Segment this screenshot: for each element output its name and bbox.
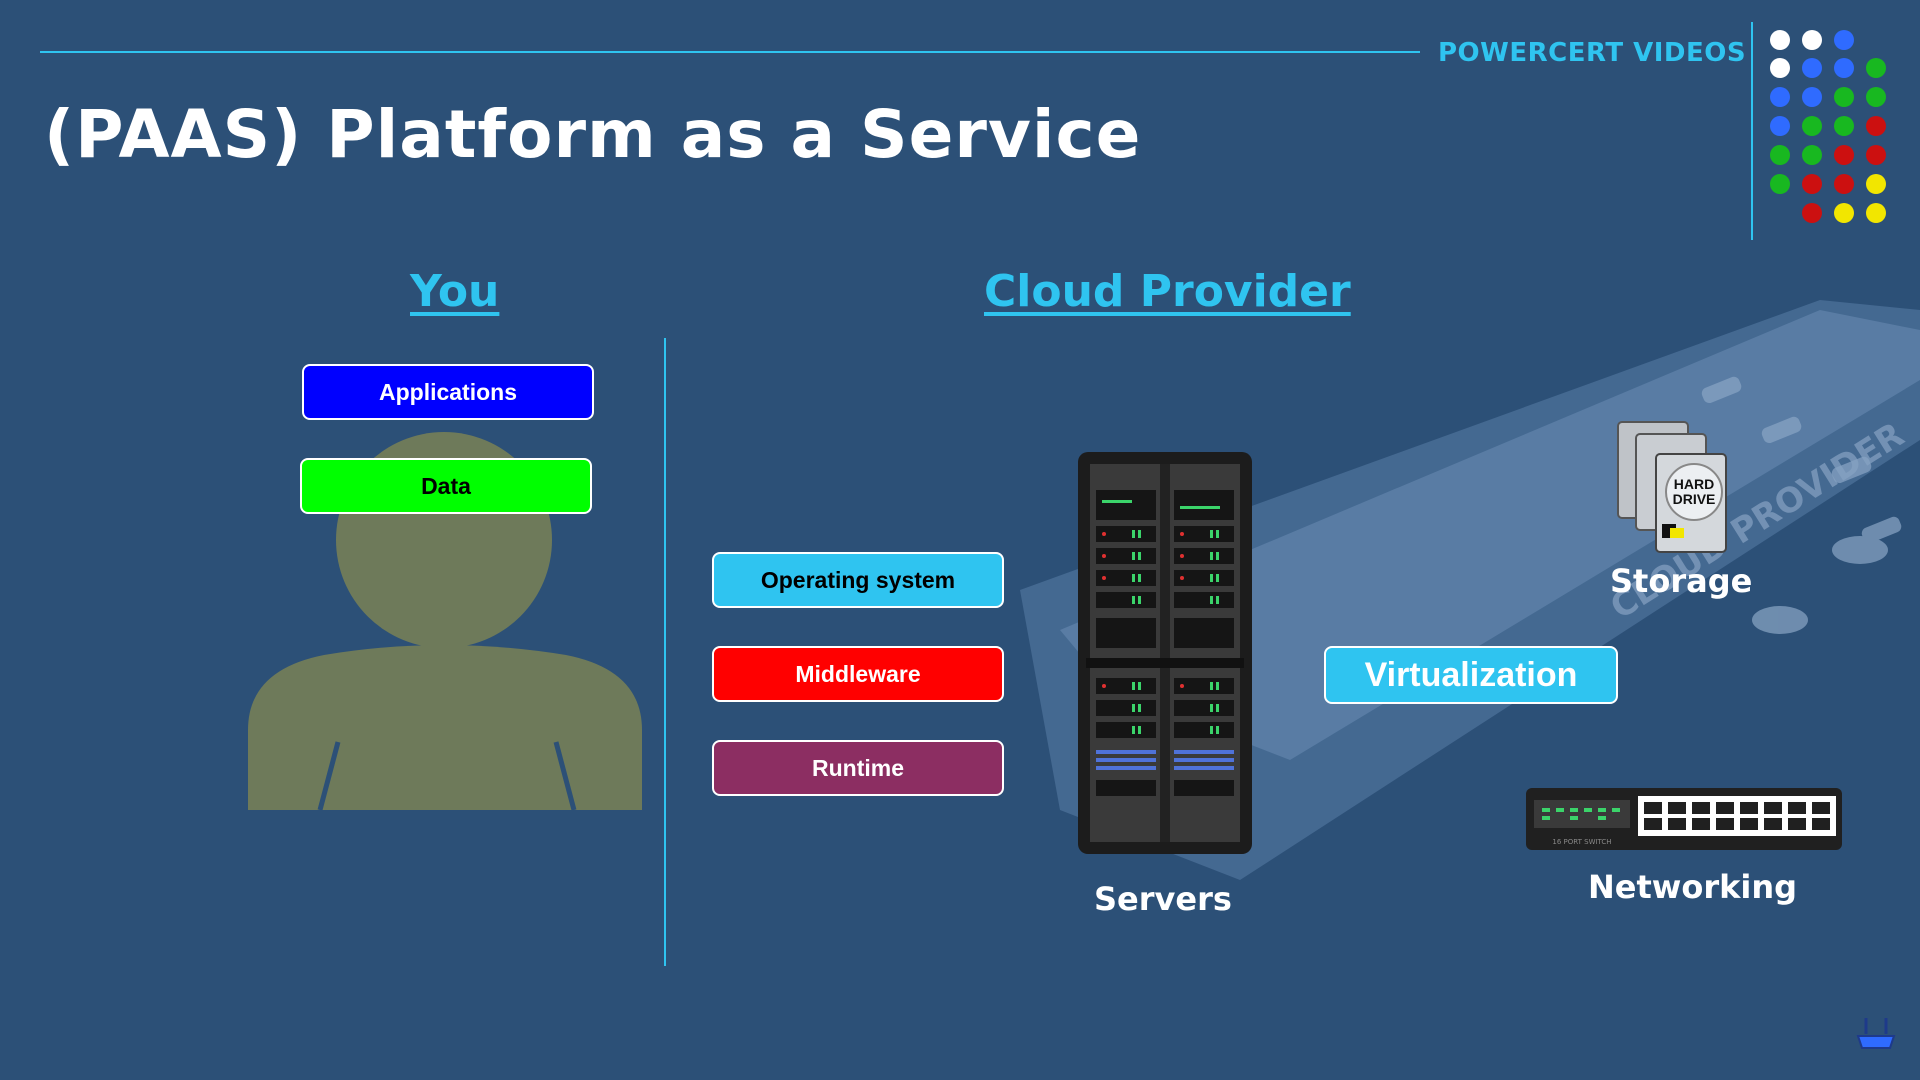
data-layer: Data: [300, 458, 592, 514]
page-title: (PAAS) Platform as a Service: [44, 96, 1142, 173]
brand-label: POWERCERT VIDEOS: [1438, 38, 1747, 68]
operating-system-label: Operating system: [760, 566, 956, 593]
switch-label: 16 PORT SWITCH: [1552, 838, 1611, 846]
middleware-label: Middleware: [795, 660, 921, 687]
hard-drive-icon: HARD DRIVE: [1617, 421, 1727, 553]
operating-system-layer: Operating system: [712, 552, 1004, 608]
cloud-provider-heading: Cloud Provider: [984, 266, 1351, 317]
server-rack-icon: [1078, 452, 1252, 854]
applications-layer: Applications: [302, 364, 594, 420]
storage-label: Storage: [1610, 562, 1753, 600]
network-switch-icon: 16 PORT SWITCH: [1526, 788, 1842, 850]
runtime-label: Runtime: [812, 754, 904, 781]
virtualization-box: Virtualization: [1324, 646, 1618, 704]
hard-drive-text-2: DRIVE: [1673, 491, 1716, 507]
servers-label: Servers: [1094, 880, 1232, 918]
column-divider: [664, 338, 666, 966]
router-icon: [1856, 1018, 1896, 1049]
hard-drive-text-1: HARD: [1674, 476, 1714, 492]
networking-label: Networking: [1588, 868, 1798, 906]
middleware-layer: Middleware: [712, 646, 1004, 702]
brand-dots-logo: [1770, 30, 1890, 230]
applications-label: Applications: [378, 378, 517, 405]
data-label: Data: [421, 472, 471, 499]
runtime-layer: Runtime: [712, 740, 1004, 796]
virtualization-label: Virtualization: [1364, 655, 1578, 694]
you-heading: You: [410, 266, 500, 317]
top-rule: [40, 51, 1420, 53]
brand-divider: [1751, 22, 1753, 240]
